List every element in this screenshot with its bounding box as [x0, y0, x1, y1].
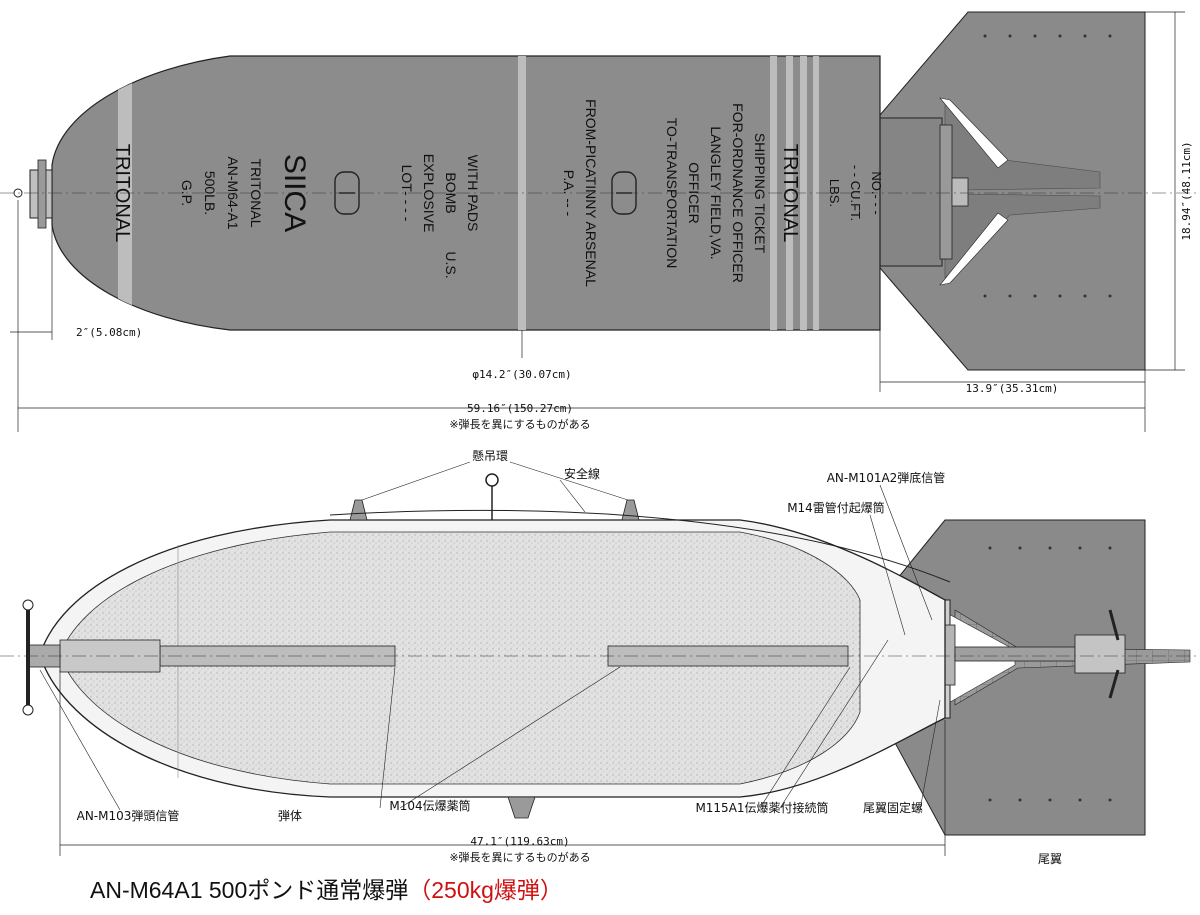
label-adapter: M115A1伝爆薬付接続筒 — [695, 800, 828, 815]
marking-ordnance: FOR-ORDNANCE OFFICER — [730, 103, 746, 283]
title-main: AN-M64A1 500ポンド通常爆弾 — [90, 877, 408, 903]
marking-shipping: SHIPPING TICKET — [752, 133, 768, 254]
marking-column-3: P.A. -- - FROM-PICATINNY ARSENAL — [561, 99, 599, 287]
marking-model: AN-M64-A1 — [225, 156, 241, 229]
label-suspension-lug: 懸吊環 — [472, 449, 508, 463]
marking-explosive: EXPLOSIVE — [421, 154, 437, 233]
marking-tail-tritonal: TRITONAL — [779, 144, 801, 243]
label-safety-wire: 安全線 — [564, 466, 600, 481]
top-view: TRITONAL G.P. 500LB. AN-M64-A1 TRITONAL … — [0, 11, 1200, 432]
marking-tritonal: TRITONAL — [248, 159, 264, 228]
label-nose-fuze: AN-M103弾頭信管 — [77, 808, 180, 823]
marking-nose-tritonal: TRITONAL — [111, 144, 133, 243]
dim-body-length: 47.1″(119.63cm) — [470, 835, 569, 848]
dim-total-note: ※弾長を異にするものがある — [449, 417, 590, 431]
label-fin-screw: 尾翼固定螺 — [863, 800, 923, 815]
marking-cuft: - - CU.FT. — [848, 165, 863, 221]
dim-body-note: ※弾長を異にするものがある — [449, 850, 590, 864]
marking-bomb: BOMB — [443, 172, 459, 213]
label-body: 弾体 — [278, 809, 302, 823]
title-sub: （250kg爆弾） — [408, 877, 563, 903]
marking-500lb: 500LB. — [202, 171, 218, 215]
label-detonator: M14雷管付起爆筒 — [787, 500, 885, 515]
marking-officer: OFFICER — [686, 162, 702, 223]
marking-gp: G.P. — [179, 180, 195, 206]
marking-column-2: LOT- - - - EXPLOSIVE BOMB WITH PADS U.S. — [399, 154, 481, 279]
label-tail-fuze: AN-M101A2弾底信管 — [827, 470, 946, 485]
marking-pa: P.A. -- - — [561, 170, 577, 217]
dim-total: 59.16″(150.27cm) — [467, 402, 573, 415]
marking-lot: LOT- - - - — [399, 165, 415, 222]
marking-lbs: LBS. — [827, 179, 842, 207]
marking-with-pads: WITH PADS — [465, 155, 481, 232]
marking-column-5: LBS. - - CU.FT. NO.- - - — [827, 165, 884, 221]
label-booster: M104伝爆薬筒 — [389, 798, 470, 813]
dim-height: 18.94″(48.11cm) — [1180, 141, 1193, 240]
diagram-title: AN-M64A1 500ポンド通常爆弾（250kg爆弾） — [90, 877, 563, 903]
marking-langley: LANGLEY FIELD,VA. — [708, 126, 724, 259]
dim-nose: 2″(5.08cm) — [76, 326, 142, 339]
dim-diameter: φ14.2″(30.07cm) — [472, 368, 571, 381]
top-dimension-lines — [10, 11, 1185, 432]
section-view: 懸吊環 安全線 AN-M101A2弾底信管 M14雷管付起爆筒 AN-M103弾… — [0, 449, 1200, 866]
marking-column-1: G.P. 500LB. AN-M64-A1 TRITONAL SIICA — [179, 154, 311, 232]
marking-transportation: TO-TRANSPORTATION — [664, 118, 680, 269]
marking-no: NO.- - - — [869, 171, 884, 214]
dim-tail: 13.9″(35.31cm) — [966, 382, 1059, 395]
marking-picatinny: FROM-PICATINNY ARSENAL — [583, 99, 599, 287]
marking-column-4: TO-TRANSPORTATION OFFICER LANGLEY FIELD,… — [664, 103, 768, 283]
label-fin: 尾翼 — [1038, 852, 1062, 866]
marking-siica: SIICA — [278, 154, 311, 232]
marking-us: U.S. — [443, 251, 459, 278]
